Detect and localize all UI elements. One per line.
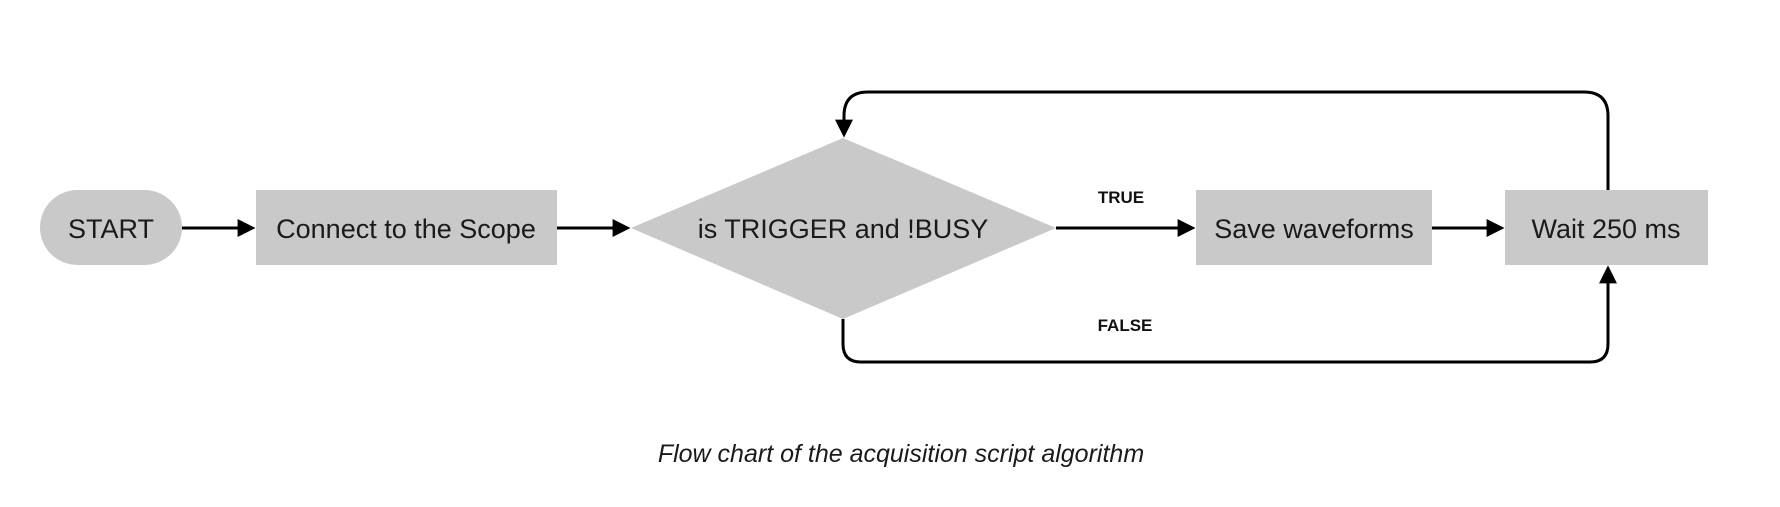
edge-decision-false-to-wait xyxy=(841,265,1617,364)
false-branch-label: FALSE xyxy=(1098,316,1153,335)
connect-node xyxy=(256,190,557,265)
connect-node-label: Connect to the Scope xyxy=(276,214,536,244)
wait-node xyxy=(1505,190,1708,265)
figure-caption: Flow chart of the acquisition script alg… xyxy=(658,440,1144,468)
true-branch-label: TRUE xyxy=(1098,188,1144,207)
wait-node-label: Wait 250 ms xyxy=(1531,214,1680,244)
save-node xyxy=(1196,190,1432,265)
start-node xyxy=(40,190,182,265)
decision-node xyxy=(631,138,1056,319)
save-node-label: Save waveforms xyxy=(1214,214,1414,244)
edge-wait-loop-back-to-decision xyxy=(835,90,1610,190)
start-node-label: START xyxy=(68,214,154,244)
decision-node-label: is TRIGGER and !BUSY xyxy=(698,214,989,244)
